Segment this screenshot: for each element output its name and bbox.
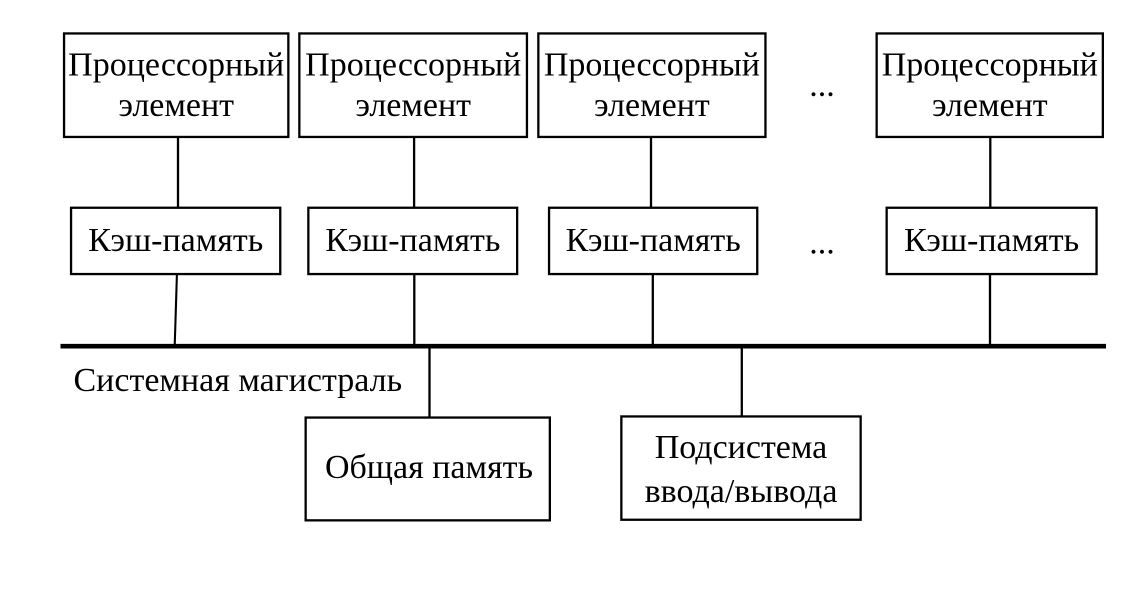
svg-text:Кэш-память: Кэш-память bbox=[88, 222, 263, 259]
svg-text:Процессорный: Процессорный bbox=[68, 47, 284, 84]
svg-text:Кэш-память: Кэш-память bbox=[325, 222, 500, 259]
svg-text:элемент: элемент bbox=[118, 87, 234, 124]
svg-text:...: ... bbox=[809, 67, 835, 104]
svg-text:Процессорный: Процессорный bbox=[544, 47, 760, 84]
svg-text:Процессорный: Процессорный bbox=[305, 47, 521, 84]
svg-text:Кэш-память: Кэш-память bbox=[904, 222, 1079, 259]
svg-text:элемент: элемент bbox=[594, 87, 710, 124]
svg-text:ввода/вывода: ввода/вывода bbox=[645, 473, 838, 510]
svg-text:Подсистема: Подсистема bbox=[655, 429, 828, 466]
svg-text:элемент: элемент bbox=[355, 87, 471, 124]
svg-text:Общая память: Общая память bbox=[325, 449, 533, 486]
svg-text:Процессорный: Процессорный bbox=[882, 47, 1098, 84]
svg-text:...: ... bbox=[809, 225, 835, 262]
svg-text:элемент: элемент bbox=[932, 87, 1048, 124]
svg-text:Системная магистраль: Системная магистраль bbox=[74, 362, 403, 399]
svg-text:Кэш-память: Кэш-память bbox=[566, 222, 741, 259]
